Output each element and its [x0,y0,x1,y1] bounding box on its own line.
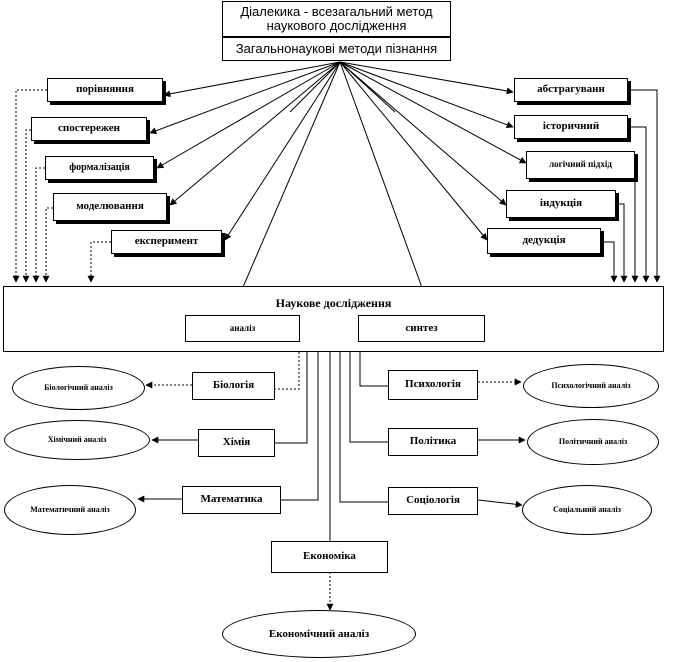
synthesis-box: синтез [358,315,485,342]
arrow-to-observation [149,61,341,135]
analysis-political: Політичний аналіз [527,419,659,465]
header-subtitle: Загальнонаукові методи пізнання [222,37,451,61]
science-biology: Біологія [192,372,275,400]
arrow-to-deduction [339,61,488,241]
ray-2 [339,61,396,113]
method-experiment: експеримент [111,230,222,254]
analysis-economic: Економічний аналіз [222,610,416,658]
analysis-box: аналіз [185,315,300,342]
arrow-to-formalization [156,61,341,169]
analysis-mathematical: Математичний аналіз [4,485,136,535]
header-title: Діалекика - всезагальний метод наукового… [222,1,451,37]
arrow-to-comparison [163,61,341,98]
method-formalization: формалізація [45,156,154,180]
arrow-to-induction [339,61,507,206]
analysis-psychological: Психологічний аналіз [523,364,659,408]
method-historical: історичний [514,115,628,139]
arrow-to-abstraction [339,61,514,95]
ray-1 [289,61,341,113]
arrow-to-experiment [224,61,341,241]
analysis-chemical: Хімічний аналіз [4,420,150,460]
research-box: Наукове дослідження [3,286,664,352]
analysis-biological: Біологічний аналіз [12,366,145,410]
arrow-to-analysis [230,61,341,316]
method-induction: індукція [506,190,616,218]
method-deduction: дедукція [487,228,601,254]
science-chemistry: Хімія [198,429,275,457]
arrow-to-logical [339,61,527,164]
arrow-to-modeling [169,61,341,206]
arrow-to-historical [339,61,514,129]
method-modeling: моделювання [53,193,167,221]
method-abstraction: абстрагуванн [514,78,628,102]
science-psychology: Психологія [388,370,478,400]
arrow-to-synthesis [339,61,434,316]
method-observation: спостережен [31,117,147,141]
method-comparison: порівняння [47,78,163,102]
research-title: Наукове дослідження [275,296,392,310]
science-politics: Політика [388,428,478,456]
science-mathematics: Математика [182,486,281,514]
science-sociology: Соціологія [388,487,478,515]
analysis-social: Соціальний аналіз [522,485,652,535]
method-logical: логічний підхід [526,151,635,179]
science-economics: Економіка [271,541,388,573]
